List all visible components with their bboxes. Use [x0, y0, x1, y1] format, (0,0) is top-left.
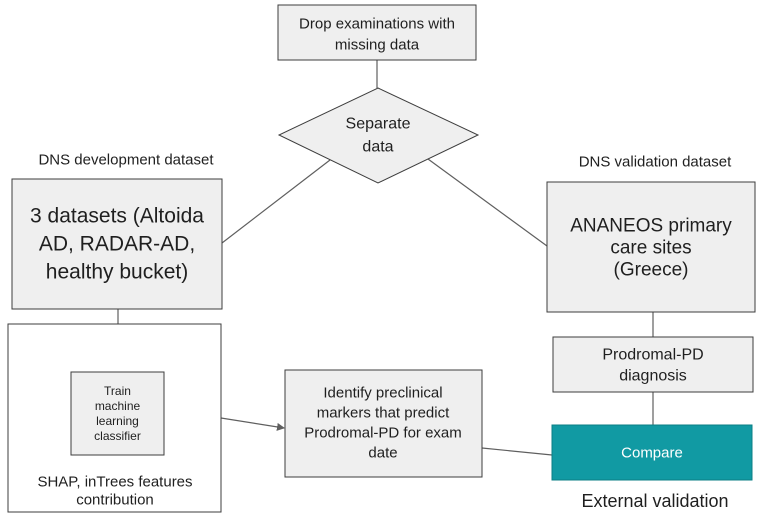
node-train-classifier-line-1: Train — [104, 384, 131, 398]
node-prodromal-diagnosis-box — [552, 336, 754, 393]
node-development-datasets-line-2: AD, RADAR-AD, — [39, 233, 195, 256]
node-ananeos-sites: ANANEOS primary care sites (Greece) — [546, 181, 756, 313]
node-prodromal-diagnosis: Prodromal-PD diagnosis — [552, 336, 754, 393]
node-drop-missing-data: Drop examinations with missing data — [277, 4, 477, 61]
feature-contribution-label-line-2: contribution — [76, 492, 154, 509]
node-train-classifier-line-4: classifier — [94, 429, 141, 443]
node-development-datasets: 3 datasets (Altoida AD, RADAR-AD, health… — [11, 178, 223, 310]
node-ananeos-sites-line-1: ANANEOS primary — [570, 216, 732, 237]
node-drop-missing-data-line-1: Drop examinations with — [299, 16, 455, 33]
model-container: Train machine learning classifier SHAP, … — [7, 323, 222, 513]
node-separate-data-decision: Separate data — [277, 87, 480, 184]
node-train-classifier-line-2: machine — [95, 399, 141, 413]
edge-separate-to-validation — [427, 158, 548, 247]
node-ananeos-sites-line-3: (Greece) — [614, 260, 689, 281]
node-drop-missing-data-line-2: missing data — [335, 37, 420, 54]
external-validation-label: External validation — [581, 491, 728, 511]
node-ananeos-sites-line-2: care sites — [610, 238, 691, 259]
node-compare: Compare — [551, 424, 753, 481]
node-development-datasets-box — [11, 178, 223, 310]
node-identify-markers-line-4: date — [368, 445, 397, 462]
node-train-classifier: Train machine learning classifier — [70, 371, 165, 456]
node-separate-data-line-2: data — [362, 139, 393, 156]
node-separate-data-diamond — [277, 87, 480, 184]
node-compare-label: Compare — [621, 445, 683, 462]
validation-dataset-label: DNS validation dataset — [579, 154, 732, 171]
node-train-classifier-box — [70, 371, 165, 456]
node-development-datasets-line-1: 3 datasets (Altoida — [30, 205, 204, 228]
edge-separate-to-development — [221, 159, 331, 244]
node-separate-data-line-1: Separate — [346, 116, 411, 133]
node-identify-markers-line-1: Identify preclinical — [323, 385, 442, 402]
node-identify-markers-box — [284, 369, 483, 478]
feature-contribution-label-line-1: SHAP, inTrees features — [37, 474, 192, 491]
node-development-datasets-line-3: healthy bucket) — [46, 261, 188, 284]
node-compare-box — [551, 424, 753, 481]
node-ananeos-sites-box — [546, 181, 756, 313]
edge-identify-to-compare — [481, 447, 553, 456]
node-train-classifier-line-3: learning — [96, 414, 139, 428]
development-dataset-label: DNS development dataset — [38, 152, 214, 169]
node-prodromal-diagnosis-line-2: diagnosis — [619, 368, 687, 385]
edge-model-to-identify-arrow — [220, 417, 285, 431]
node-prodromal-diagnosis-line-1: Prodromal-PD — [602, 347, 703, 364]
node-identify-markers-line-2: markers that predict — [317, 405, 450, 422]
node-identify-markers: Identify preclinical markers that predic… — [284, 369, 483, 478]
node-drop-missing-data-box — [277, 4, 477, 61]
node-identify-markers-line-3: Prodromal-PD for exam — [304, 425, 462, 442]
